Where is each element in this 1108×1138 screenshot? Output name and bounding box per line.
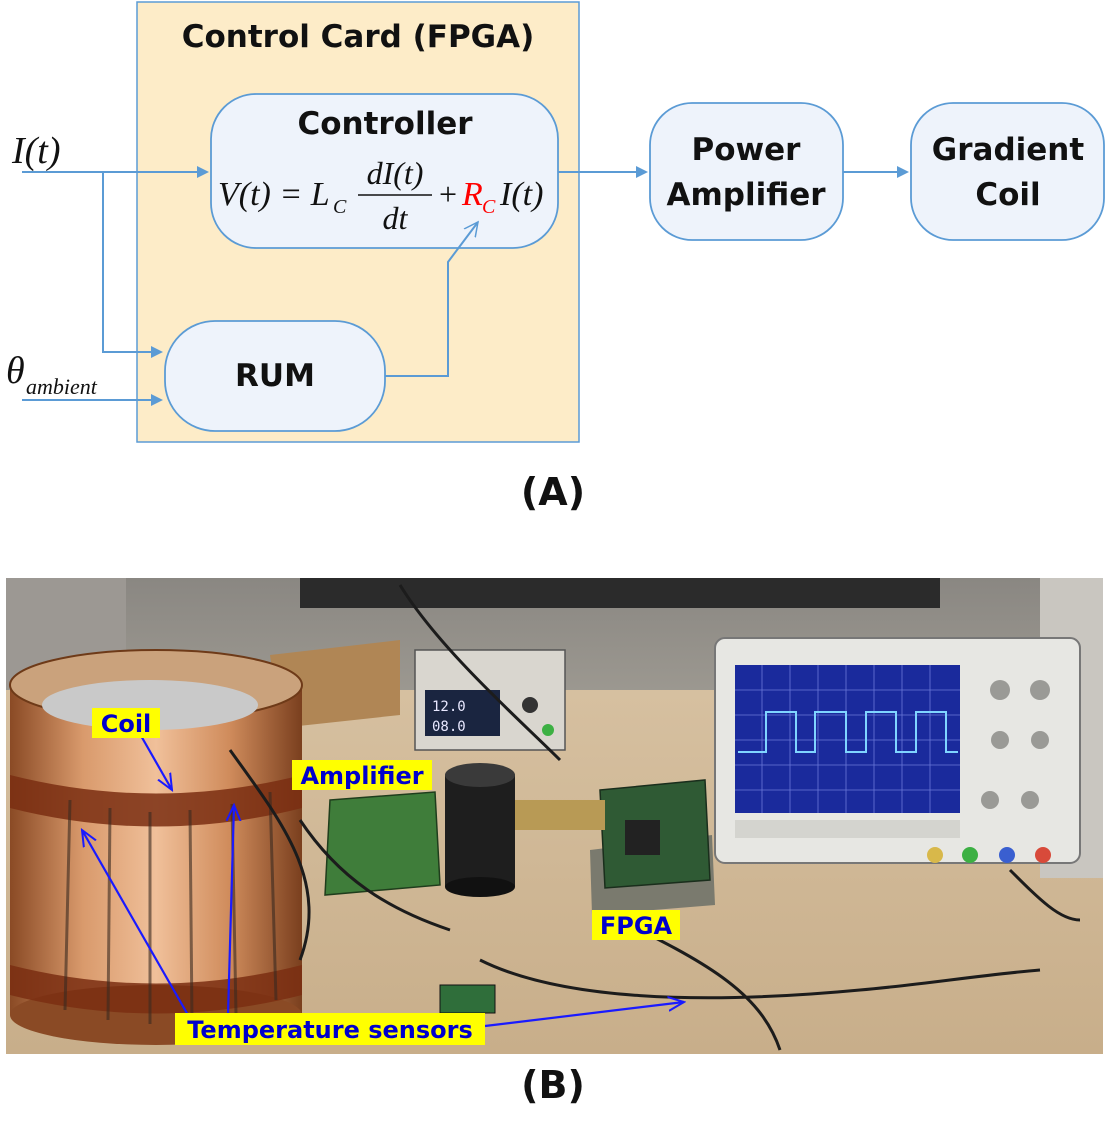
arrow-sensor-mid — [228, 805, 234, 1016]
tag-amplifier: Amplifier — [292, 760, 432, 790]
photo-monitor-bezel — [300, 578, 940, 608]
gradient-coil-line2: Coil — [975, 177, 1040, 213]
tag-coil-text: Coil — [101, 710, 152, 738]
tag-temperature-sensors-text: Temperature sensors — [187, 1016, 473, 1044]
psu-readout-1: 12.0 — [432, 699, 466, 715]
gradient-coil-box — [910, 102, 1105, 241]
arrow-sensor-right — [484, 1002, 684, 1028]
photo-fpga-board — [515, 779, 715, 915]
input-theta-subscript: ambient — [26, 374, 98, 399]
input-theta-symbol: θ — [6, 350, 25, 392]
panel-a-label: (A) — [521, 470, 585, 514]
controller-equation: V(t) = L C dI(t) dt + R C I(t) — [218, 155, 543, 236]
power-amplifier-box — [649, 102, 844, 241]
gradient-coil-line1: Gradient — [932, 132, 1085, 168]
power-amplifier-line1: Power — [692, 132, 802, 168]
psu-readout-2: 08.0 — [432, 719, 466, 735]
photo-power-supply: 12.0 08.0 — [414, 649, 566, 751]
arrow-current-to-rum — [102, 172, 163, 358]
equation-plus: + — [439, 176, 457, 212]
arrow-coil-tag — [139, 733, 172, 790]
tag-temperature-sensors: Temperature sensors — [175, 1013, 485, 1045]
panel-b-label: (B) — [521, 1063, 585, 1107]
equation-fraction-denominator: dt — [383, 200, 409, 236]
photo-cardboard-box — [270, 640, 400, 728]
input-current-label: I(t) — [11, 130, 61, 172]
power-amplifier-line2: Amplifier — [666, 177, 826, 213]
control-card-title: Control Card (FPGA) — [182, 19, 535, 55]
tag-amplifier-text: Amplifier — [300, 762, 423, 790]
controller-title: Controller — [297, 106, 473, 142]
photo-sensor-module — [439, 984, 496, 1014]
arrow-sensor-left — [82, 830, 189, 1016]
diagram-connectors — [22, 166, 909, 406]
equation-lc-subscript: C — [333, 196, 347, 218]
equation-rhs: I(t) — [499, 176, 543, 213]
equation-fraction-numerator: dI(t) — [367, 155, 424, 191]
tag-coil: Coil — [92, 708, 160, 738]
photo-oscilloscope — [714, 637, 1081, 864]
tag-fpga-text: FPGA — [600, 912, 673, 940]
photo-cables — [228, 584, 1081, 1051]
tag-fpga: FPGA — [592, 910, 680, 940]
photo-capacitor — [445, 763, 515, 897]
scope-square-wave — [738, 711, 958, 753]
equation-rc: R — [461, 176, 483, 213]
equation-rc-subscript: C — [482, 196, 496, 218]
photo-amplifier-board — [324, 791, 441, 896]
panel-b-photo: 12.0 08.0 — [6, 578, 1103, 1107]
equation-lhs: V(t) = L — [218, 176, 330, 213]
panel-a-diagram: Control Card (FPGA) Controller V(t) = L … — [6, 1, 1105, 514]
arrow-rum-to-rc — [385, 222, 478, 377]
annotation-arrows — [82, 733, 684, 1028]
rum-label: RUM — [235, 358, 315, 394]
